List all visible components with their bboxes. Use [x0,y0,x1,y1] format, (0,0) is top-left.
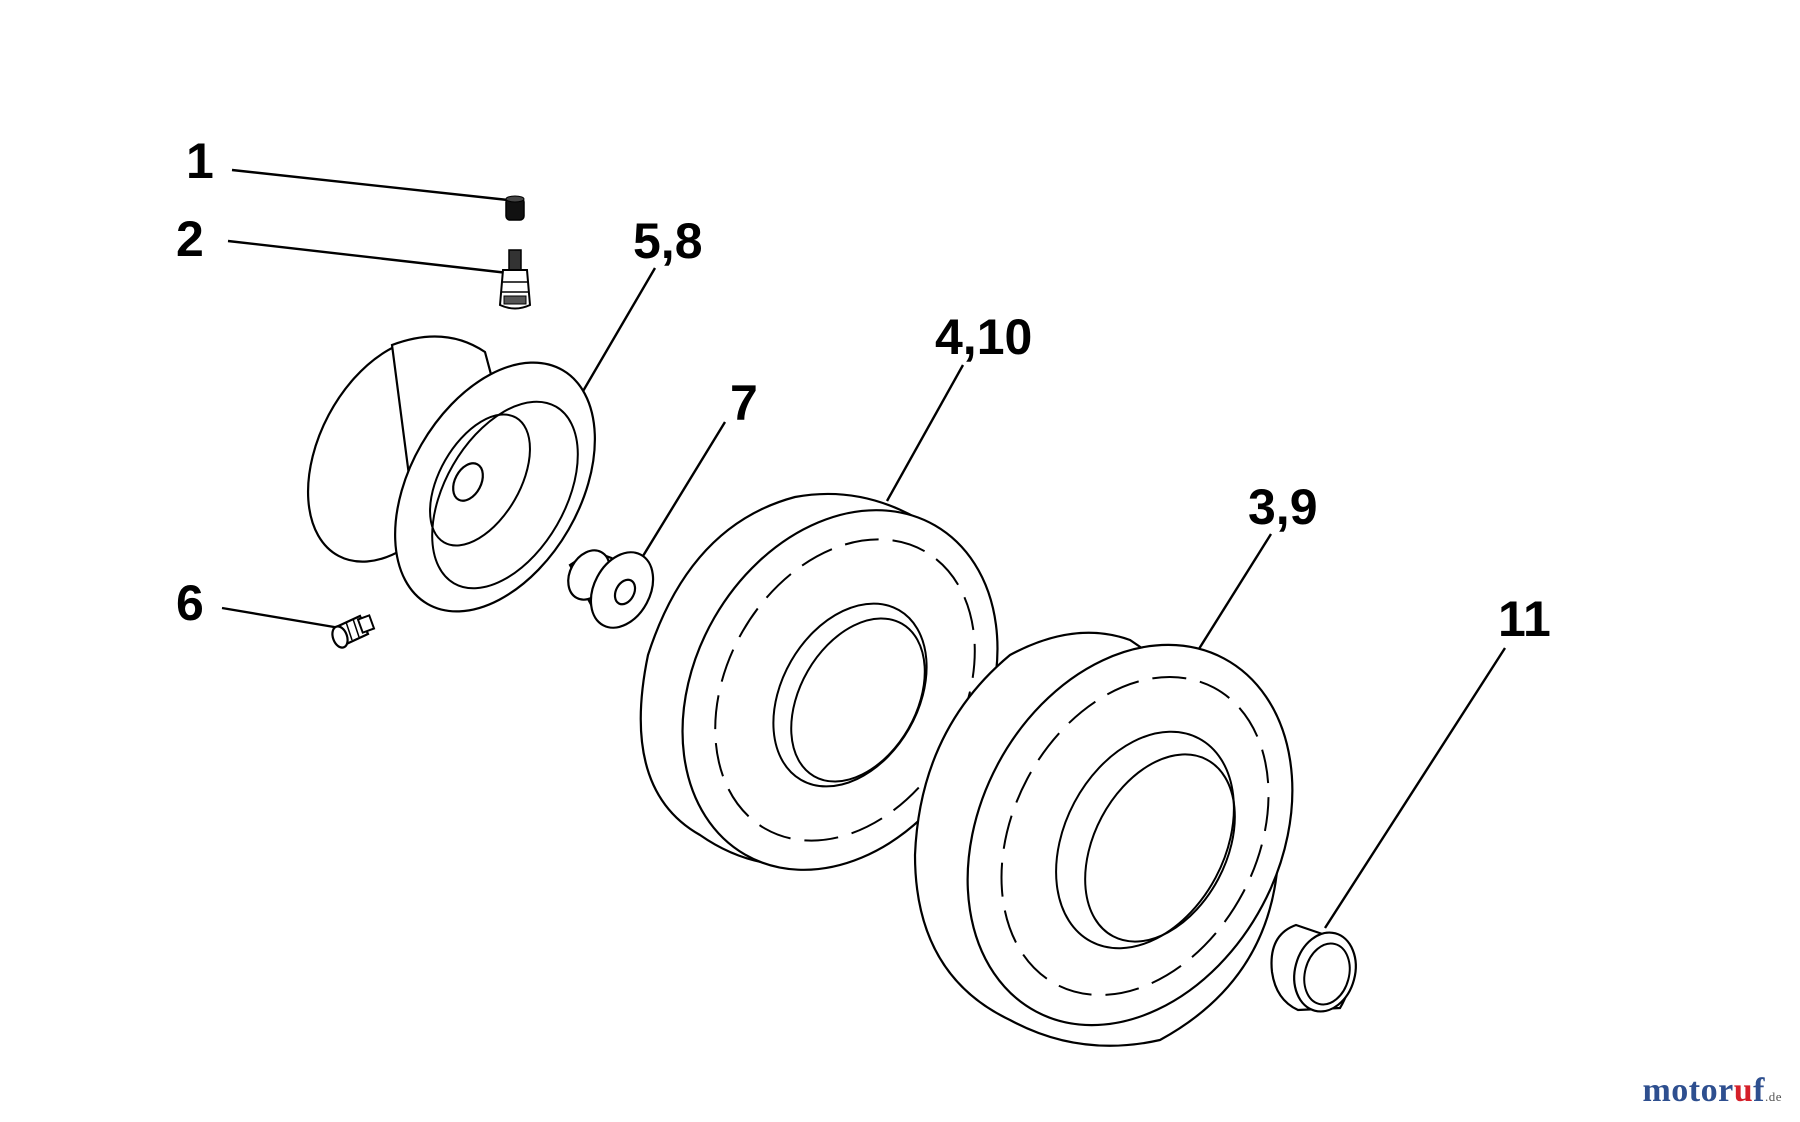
sleeve-part-11 [1270,923,1357,1013]
valve-cap-part-1 [505,195,525,221]
callout-7: 7 [730,375,758,431]
inner-tube-part-4-10 [639,492,999,871]
callout-5-8: 5,8 [633,213,703,269]
leader-line-6 [221,606,341,630]
callout-3-9: 3,9 [1248,479,1318,535]
callout-11: 11 [1498,591,1551,647]
motoruf-watermark: motoruf.de [1642,1072,1782,1110]
watermark-part-a: motor [1642,1072,1734,1109]
leader-line-4-10 [885,364,965,502]
callout-6: 6 [176,575,204,631]
callout-4-10: 4,10 [935,309,1032,365]
callout-1: 1 [186,133,214,189]
leader-line-5-8 [570,267,657,411]
watermark-tld: .de [1764,1089,1782,1104]
leader-line-2 [227,239,509,275]
grease-fitting-part-6 [331,614,376,649]
watermark-part-c: f [1753,1072,1765,1109]
leader-line-3-9 [1185,533,1273,669]
wheel-rim-part-5-8 [306,335,596,613]
watermark-part-b: u [1733,1072,1754,1109]
bushing-part-7 [567,549,655,629]
leader-line-11 [1323,647,1507,929]
leader-line-7 [641,421,727,557]
tire-part-3-9 [913,631,1294,1047]
valve-stem-part-2 [498,249,532,310]
callout-2: 2 [176,211,204,267]
leader-line-1 [231,168,509,202]
